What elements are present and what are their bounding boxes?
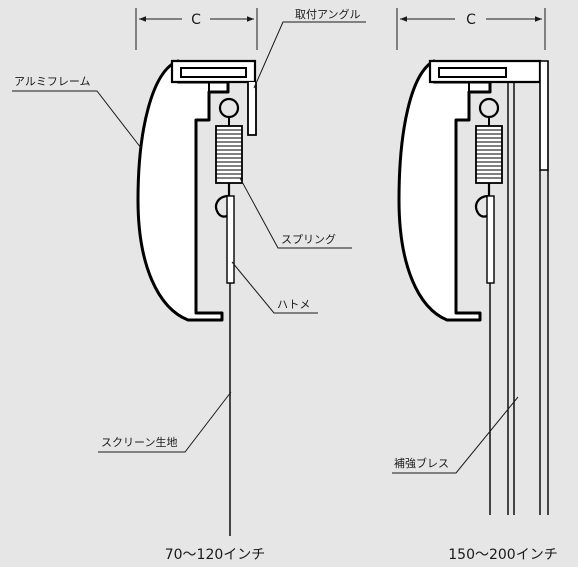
label-spring: スプリング (281, 232, 336, 246)
right-spring (475, 125, 503, 184)
left-spring (215, 125, 243, 184)
left-grommet (226, 195, 235, 284)
left-dimension-c: C (135, 8, 258, 50)
label-mounting-angle: 取付アングル (295, 7, 361, 21)
right-dimension-c: C (396, 8, 546, 50)
left-frame-view: C (135, 8, 258, 536)
right-mounting-angle (539, 60, 549, 171)
right-reinforcement-brace (507, 82, 549, 515)
left-mounting-angle (247, 82, 257, 136)
right-aluminum-frame (397, 59, 492, 322)
label-reinforcement-brace: 補強ブレス (394, 456, 449, 470)
callouts (12, 21, 519, 474)
right-grommet (486, 195, 495, 284)
right-dimension-label: C (466, 12, 476, 28)
label-aluminum-frame: アルミフレーム (14, 75, 91, 88)
label-screen-fabric: スクリーン生地 (101, 435, 177, 449)
caption-right-size: 150〜200インチ (448, 547, 557, 563)
right-frame-view: C (396, 8, 549, 515)
left-aluminum-frame (136, 59, 230, 322)
label-grommet: ハトメ (277, 298, 310, 311)
caption-left-size: 70〜120インチ (165, 547, 266, 563)
left-dimension-label: C (191, 12, 201, 28)
